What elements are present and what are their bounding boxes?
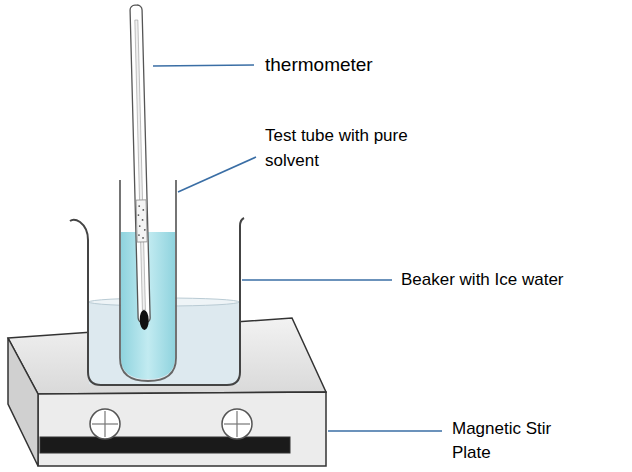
leader-line (178, 157, 256, 192)
stir-plate-front (38, 392, 326, 466)
control-knob (222, 409, 252, 439)
control-knob (90, 409, 120, 439)
part-label: Magnetic Stir Plate (452, 417, 587, 465)
part-label: thermometer (265, 53, 465, 77)
leader-line (153, 65, 254, 66)
beaker-outline (70, 218, 244, 385)
thermometer-figure (130, 5, 151, 330)
leader-line (242, 279, 392, 281)
stir-plate-slot (40, 437, 290, 453)
stir-plate-side (8, 338, 38, 466)
part-label: Test tube with pure solvent (265, 123, 450, 173)
part-label: Beaker with Ice water (401, 268, 626, 292)
leader-line (328, 430, 442, 432)
